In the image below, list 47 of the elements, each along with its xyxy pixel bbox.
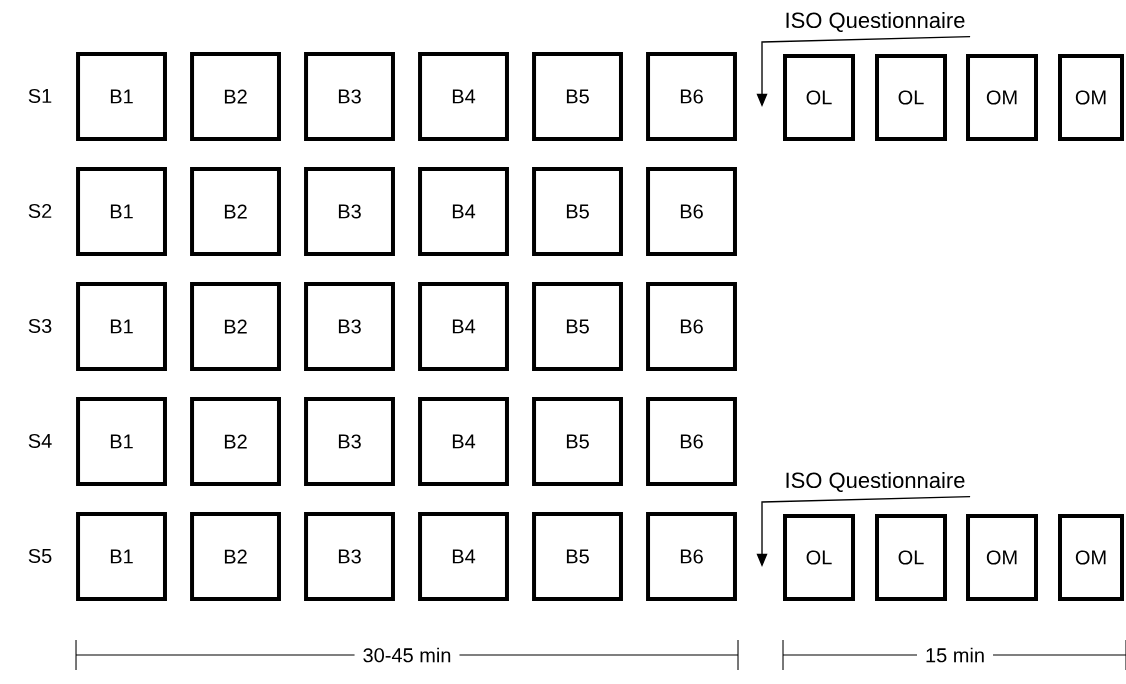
block-box: OM <box>1058 514 1124 601</box>
note-text: ISO Questionnaire <box>786 471 965 493</box>
block-box: B4 <box>418 511 509 601</box>
block-box: B1 <box>76 166 167 256</box>
block-box: B5 <box>532 511 623 601</box>
block-box: B2 <box>190 166 281 256</box>
block-box: B2 <box>190 396 281 486</box>
row-label: S3 <box>28 318 52 334</box>
block-box: B4 <box>418 281 509 371</box>
block-box: B6 <box>646 166 737 256</box>
block-box: OM <box>966 54 1038 141</box>
block-box: B6 <box>646 281 737 371</box>
block-box: OL <box>783 54 855 141</box>
block-box: B1 <box>76 51 167 141</box>
block-box: B2 <box>190 511 281 601</box>
block-box: B5 <box>532 396 623 486</box>
block-box: B4 <box>418 396 509 486</box>
block-box: B4 <box>418 51 509 141</box>
block-box: B5 <box>532 51 623 141</box>
block-box: B6 <box>646 511 737 601</box>
row-label: S1 <box>28 88 52 104</box>
dimension-label: 15 min <box>917 643 993 667</box>
block-box: B6 <box>646 51 737 141</box>
block-box: B1 <box>76 281 167 371</box>
note-text: ISO Questionnaire <box>786 11 965 33</box>
block-box: B2 <box>190 281 281 371</box>
block-box: OL <box>875 54 947 141</box>
block-box: B6 <box>646 396 737 486</box>
block-box: B5 <box>532 281 623 371</box>
block-box: B1 <box>76 396 167 486</box>
row-label: S2 <box>28 203 52 219</box>
row-label: S4 <box>28 433 52 449</box>
block-box: OM <box>1058 54 1124 141</box>
block-box: B3 <box>304 51 395 141</box>
block-box: OL <box>875 514 947 601</box>
row-label: S5 <box>28 548 52 564</box>
block-box: B5 <box>532 166 623 256</box>
block-box: OL <box>783 514 855 601</box>
block-box: B3 <box>304 511 395 601</box>
block-box: B3 <box>304 281 395 371</box>
block-box: B2 <box>190 51 281 141</box>
block-box: OM <box>966 514 1038 601</box>
dimension-label: 30-45 min <box>354 643 460 667</box>
block-box: B1 <box>76 511 167 601</box>
block-box: B3 <box>304 396 395 486</box>
block-box: B4 <box>418 166 509 256</box>
block-box: B3 <box>304 166 395 256</box>
